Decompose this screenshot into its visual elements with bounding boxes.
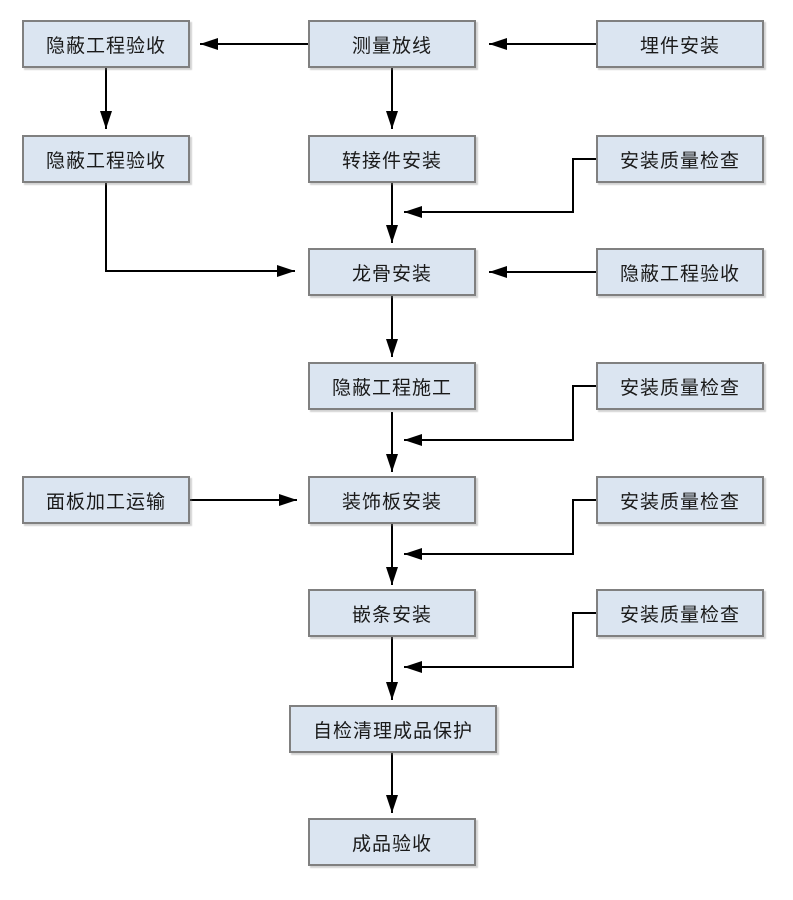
arrow-qualitycheck2-merge bbox=[404, 385, 596, 446]
node-hidden-acceptance-2: 隐蔽工程验收 bbox=[22, 135, 190, 183]
arrow-qualitycheck4-merge bbox=[404, 612, 596, 673]
arrow-qualitycheck3-merge bbox=[404, 499, 596, 560]
arrow-hidden2-to-keel bbox=[105, 183, 295, 277]
node-final-acceptance: 成品验收 bbox=[308, 818, 476, 866]
node-keel-install: 龙骨安装 bbox=[308, 248, 476, 296]
node-quality-check-2: 安装质量检查 bbox=[596, 362, 764, 410]
node-adapter-install: 转接件安装 bbox=[308, 135, 476, 183]
node-hidden-acceptance-1: 隐蔽工程验收 bbox=[22, 20, 190, 68]
node-hidden-acceptance-3: 隐蔽工程验收 bbox=[596, 248, 764, 296]
node-self-check-protect: 自检清理成品保护 bbox=[289, 705, 497, 753]
node-measure-layout: 测量放线 bbox=[308, 20, 476, 68]
node-decor-panel-install: 装饰板安装 bbox=[308, 476, 476, 524]
node-panel-processing: 面板加工运输 bbox=[22, 476, 190, 524]
node-quality-check-1: 安装质量检查 bbox=[596, 135, 764, 183]
node-trim-install: 嵌条安装 bbox=[308, 589, 476, 637]
arrow-qualitycheck1-merge bbox=[404, 158, 596, 218]
node-quality-check-4: 安装质量检查 bbox=[596, 589, 764, 637]
node-embed-install: 埋件安装 bbox=[596, 20, 764, 68]
node-quality-check-3: 安装质量检查 bbox=[596, 476, 764, 524]
node-hidden-work: 隐蔽工程施工 bbox=[308, 362, 476, 410]
